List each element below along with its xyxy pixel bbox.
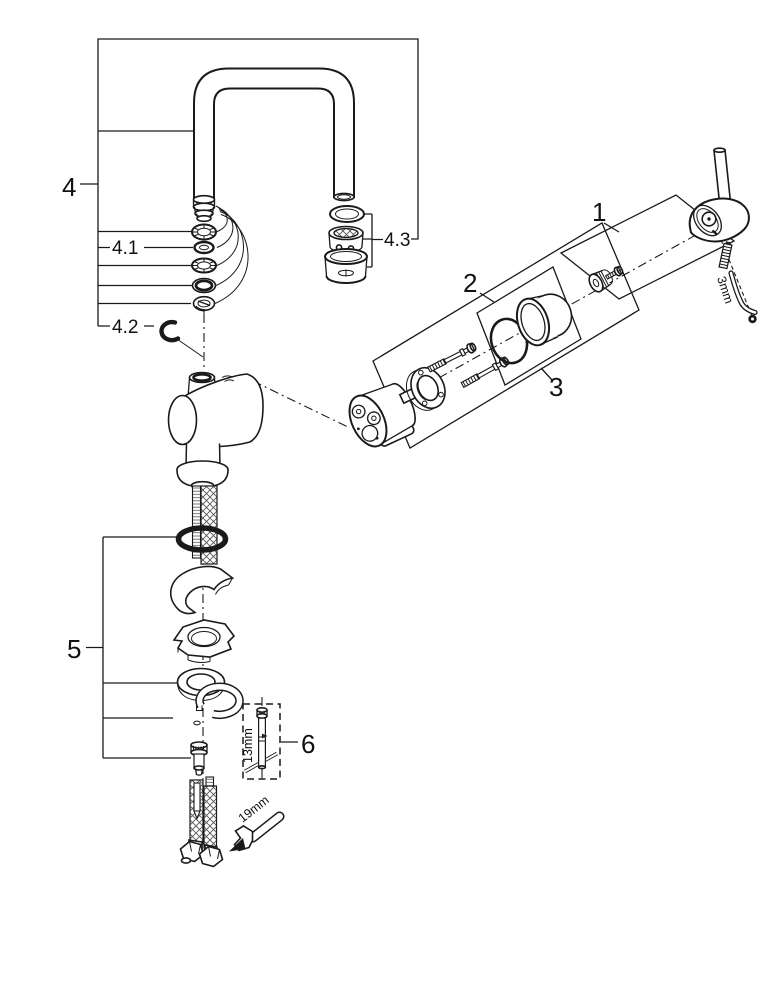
callout-5: 5 xyxy=(67,634,81,664)
labels: 4 4.1 4.2 4.3 1 2 3 5 6 3mm 13mm 19mm xyxy=(62,172,736,825)
cartridge-screw-1 xyxy=(427,342,477,373)
callout-6: 6 xyxy=(301,729,315,759)
spout-seal-rings xyxy=(191,223,217,316)
aerator-set xyxy=(324,205,383,284)
open-end-wrench xyxy=(229,811,285,852)
callout-1: 1 xyxy=(592,197,606,227)
spout xyxy=(193,67,355,202)
wrench-size-label: 19mm xyxy=(236,793,272,825)
supply-hoses xyxy=(179,776,224,868)
hex-key xyxy=(728,270,758,324)
cartridge-flange xyxy=(405,367,446,411)
callout-4: 4 xyxy=(62,172,76,202)
base-o-ring xyxy=(175,525,229,553)
callout-4-2: 4.2 xyxy=(112,317,138,338)
hose-fitting xyxy=(190,741,208,776)
supply-hose-upper xyxy=(200,485,218,565)
horseshoe-clamp xyxy=(193,682,244,726)
callout-4-1: 4.1 xyxy=(112,238,138,259)
handle-dome xyxy=(688,197,750,243)
spout-swivel-collar xyxy=(192,194,216,223)
stud-size-label: 13mm xyxy=(241,728,255,763)
handle-set-screw xyxy=(718,241,733,270)
o-ring-4-1 xyxy=(193,240,215,255)
callout-3: 3 xyxy=(549,372,563,402)
threaded-stud xyxy=(244,706,278,774)
stabilizing-wedge xyxy=(170,565,235,615)
mounting-nut xyxy=(172,619,236,658)
callout-2: 2 xyxy=(463,268,477,298)
mounting-set xyxy=(170,485,244,776)
direction-arrow xyxy=(229,838,246,852)
handle xyxy=(688,147,750,243)
callout-4-3: 4.3 xyxy=(384,230,410,251)
cap xyxy=(515,293,573,347)
handle-lever xyxy=(713,149,732,204)
retaining-clip xyxy=(159,319,181,343)
handle-fixing-screw xyxy=(588,265,624,293)
faucet-body xyxy=(167,371,264,491)
